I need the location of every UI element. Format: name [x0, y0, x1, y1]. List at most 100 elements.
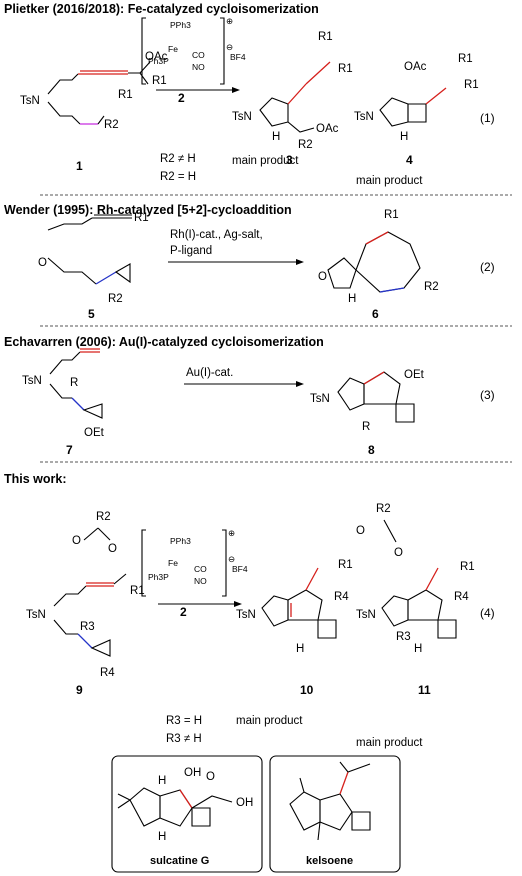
svg-text:NO: NO — [192, 62, 205, 72]
svg-text:R1: R1 — [384, 209, 399, 221]
compound-8-structure: TsN OEt R — [310, 369, 425, 433]
svg-text:R2: R2 — [424, 281, 439, 293]
note-r2-not-h: R2 ≠ H — [160, 153, 196, 165]
svg-text:TsN: TsN — [26, 609, 46, 621]
compound-4-structure: TsN OAc R1 R1 H — [354, 53, 479, 143]
svg-text:PPh3: PPh3 — [170, 20, 191, 30]
kelsoene-box — [269, 755, 401, 873]
svg-text:OAc: OAc — [404, 61, 427, 73]
svg-text:Ph3P: Ph3P — [148, 56, 169, 66]
compound-6-label: 6 — [372, 307, 379, 321]
svg-text:R4: R4 — [334, 591, 349, 603]
svg-text:⊕: ⊕ — [226, 16, 233, 26]
svg-text:TsN: TsN — [354, 111, 374, 123]
svg-text:H: H — [272, 131, 280, 143]
svg-text:TsN: TsN — [22, 375, 42, 387]
svg-text:O: O — [394, 547, 403, 559]
svg-text:OAc: OAc — [316, 123, 339, 135]
svg-text:R2: R2 — [376, 503, 391, 515]
svg-text:R: R — [362, 421, 370, 433]
condition-au: Au(I)-cat. — [186, 367, 233, 379]
svg-text:TsN: TsN — [232, 111, 252, 123]
compound-10-label: 10 — [300, 683, 314, 697]
svg-text:R4: R4 — [454, 591, 469, 603]
equation-number-4: (4) — [480, 606, 495, 620]
compound-4-label: 4 — [406, 153, 413, 167]
svg-text:OEt: OEt — [84, 427, 105, 439]
compound-5-structure: R1 O R2 — [38, 212, 149, 305]
compound-6-structure: O R1 R2 H — [318, 209, 439, 305]
svg-text:H: H — [158, 775, 166, 787]
svg-text:H: H — [414, 643, 422, 655]
svg-text:H: H — [158, 831, 166, 843]
svg-text:OAc: OAc — [145, 51, 168, 63]
compound-1-label: 1 — [76, 159, 83, 173]
section-3-title: Echavarren (2006): Au(I)-catalyzed cyclo… — [4, 335, 324, 349]
svg-text:O: O — [356, 525, 365, 537]
note-main-product-11: main product — [356, 737, 423, 749]
note-r2-equals-h: R2 = H — [160, 171, 196, 183]
svg-text:O: O — [72, 535, 81, 547]
compound-7-label: 7 — [66, 443, 73, 457]
svg-text:PPh3: PPh3 — [170, 536, 191, 546]
svg-text:TsN: TsN — [310, 393, 330, 405]
compound-11-structure: O R2 O TsN R1 R4 R3 H — [356, 503, 475, 655]
compound-5-label: 5 — [88, 307, 95, 321]
svg-text:R1: R1 — [318, 31, 333, 43]
svg-text:R: R — [70, 377, 78, 389]
svg-text:Ph3P: Ph3P — [148, 572, 169, 582]
svg-text:TsN: TsN — [236, 609, 256, 621]
note-main-product-10: main product — [236, 715, 303, 727]
svg-text:O: O — [38, 257, 47, 269]
compound-10-structure: TsN R1 R4 H — [236, 559, 353, 655]
svg-text:Fe: Fe — [168, 44, 178, 54]
svg-text:R2: R2 — [298, 139, 313, 151]
note-main-product-4: main product — [356, 175, 423, 187]
svg-text:O: O — [206, 771, 215, 783]
svg-text:R1: R1 — [338, 63, 353, 75]
svg-text:R2: R2 — [108, 293, 123, 305]
section-1-title: Plietker (2016/2018): Fe-catalyzed cyclo… — [4, 2, 319, 16]
svg-text:H: H — [348, 293, 356, 305]
svg-text:R2: R2 — [104, 119, 119, 131]
svg-text:TsN: TsN — [20, 95, 40, 107]
svg-text:⊖: ⊖ — [228, 554, 235, 564]
natural-product-sulcatine-g: sulcatine G — [150, 855, 209, 867]
svg-text:BF4: BF4 — [230, 52, 246, 62]
svg-text:CO: CO — [192, 50, 205, 60]
svg-text:R1: R1 — [464, 79, 479, 91]
svg-text:⊕: ⊕ — [228, 528, 235, 538]
note-r3-equals-h: R3 = H — [166, 715, 202, 727]
compound-11-label: 11 — [418, 683, 431, 697]
condition-rh-line1: Rh(I)-cat., Ag-salt, — [170, 229, 263, 241]
catalyst-2-structure-eq1: PPh3 Fe Ph3P CO NO ⊕ ⊖ BF4 — [141, 16, 246, 85]
svg-text:OH: OH — [236, 797, 253, 809]
catalyst-2-label-eq1: 2 — [178, 91, 185, 105]
svg-text:H: H — [296, 643, 304, 655]
svg-text:R1: R1 — [338, 559, 353, 571]
svg-text:O: O — [318, 271, 327, 283]
svg-text:Fe: Fe — [168, 558, 178, 568]
svg-text:R1: R1 — [130, 585, 145, 597]
catalyst-2-label-eq4: 2 — [180, 605, 187, 619]
compound-9-structure: TsN O R2 O R1 R3 R4 — [26, 511, 145, 679]
section-2-title: Wender (1995): Rh-catalyzed [5+2]-cycloa… — [4, 203, 292, 217]
compound-9-label: 9 — [76, 683, 83, 697]
svg-text:O: O — [108, 543, 117, 555]
svg-text:R3: R3 — [396, 631, 411, 643]
compound-7-structure: TsN R OEt — [22, 348, 105, 439]
compound-3-label: 3 — [286, 153, 293, 167]
sulcatine-g-box — [111, 755, 263, 873]
compound-8-label: 8 — [368, 443, 375, 457]
svg-text:H: H — [400, 131, 408, 143]
note-main-product-3: main product — [232, 155, 299, 167]
svg-text:R1: R1 — [134, 212, 149, 224]
svg-text:⊖: ⊖ — [226, 42, 233, 52]
natural-product-kelsoene: kelsoene — [306, 855, 353, 867]
svg-text:R3: R3 — [80, 621, 95, 633]
svg-text:R1: R1 — [118, 89, 133, 101]
svg-text:BF4: BF4 — [232, 564, 248, 574]
compound-1-structure: TsN OAc R1 R1 R2 — [20, 51, 168, 131]
